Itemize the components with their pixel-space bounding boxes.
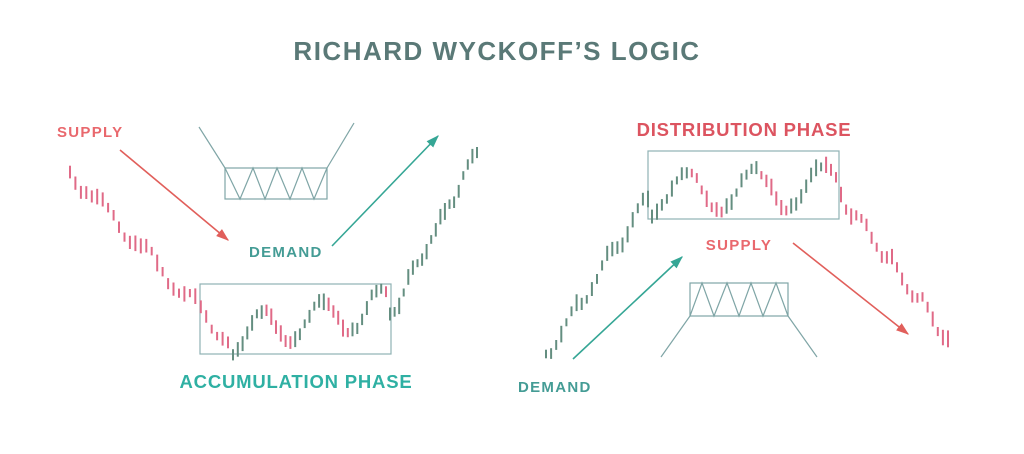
distribution-coil-funnel	[660, 281, 818, 358]
accumulation-coil-funnel	[198, 122, 355, 201]
accumulation-phase-label: ACCUMULATION PHASE	[180, 371, 413, 392]
coil-zigzag	[224, 166, 328, 201]
supply-arrow	[119, 149, 229, 241]
funnel-line-left	[198, 126, 226, 169]
page-title: RICHARD WYCKOFF’S LOGIC	[293, 36, 700, 66]
demand-arrow	[572, 256, 683, 360]
supply-arrow	[792, 242, 910, 335]
funnel-line-left	[660, 315, 691, 358]
demand-arrow	[331, 135, 439, 247]
accumulation-diagram: SUPPLY DEMAND ACCUMULATION PHASE	[57, 122, 478, 392]
distribution-price-bars	[545, 156, 949, 359]
coil-box	[224, 167, 328, 200]
coil-box	[689, 282, 789, 317]
demand-label: DEMAND	[518, 379, 592, 396]
funnel-line-right	[787, 315, 818, 358]
distribution-phase-label: DISTRIBUTION PHASE	[637, 119, 852, 140]
coil-zigzag	[689, 281, 789, 318]
supply-label: SUPPLY	[57, 124, 123, 141]
distribution-range-box	[647, 150, 840, 220]
demand-label: DEMAND	[249, 244, 323, 261]
accumulation-price-bars	[69, 147, 478, 361]
distribution-diagram: DISTRIBUTION PHASE SUPPLY DEMAND	[518, 119, 949, 396]
funnel-line-right	[326, 122, 355, 169]
supply-label: SUPPLY	[706, 237, 772, 254]
